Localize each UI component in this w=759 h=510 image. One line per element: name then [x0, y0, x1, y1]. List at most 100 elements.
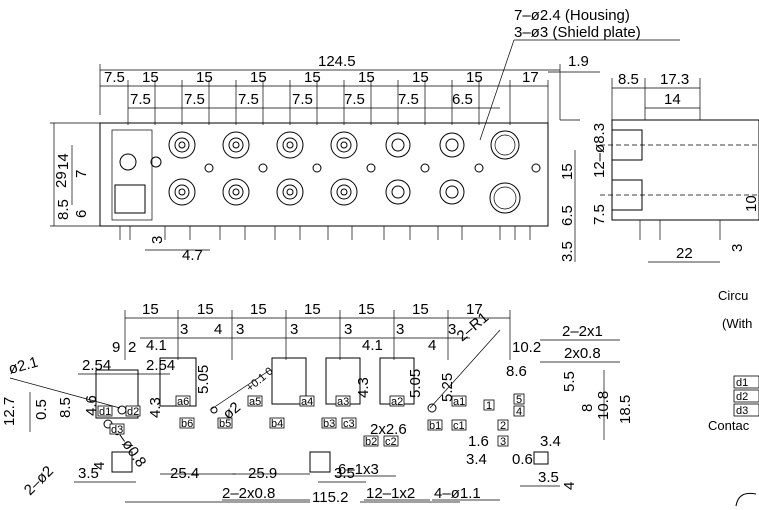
pcb-d3e: 3 — [396, 321, 404, 338]
note-housing-holes: 7–ø2.4 (Housing) — [514, 7, 630, 24]
pcb-d25-9: 25.9 — [248, 465, 277, 482]
pad-b3: b3 — [323, 418, 335, 430]
pcb-layout: 15 15 15 15 15 15 17 4.1 3 4 3 3 3 4.1 3… — [1, 301, 634, 506]
sub-3: 7.5 — [238, 91, 259, 108]
sub-6: 7.5 — [398, 91, 419, 108]
sub-5: 7.5 — [344, 91, 365, 108]
dim-h7: 7 — [73, 170, 90, 178]
dim-h4-7: 4.7 — [182, 247, 203, 264]
dim-side-h3: 3 — [729, 244, 746, 252]
pad-b5: b5 — [219, 418, 231, 430]
circuit-label: Circu — [718, 288, 748, 303]
pcb-dia2-1: ø2.1 — [7, 354, 40, 378]
right-notes: Circu (With d1 d2 d3 Contac — [708, 288, 759, 507]
pcb-d1-6: 1.6 — [468, 433, 489, 450]
pad-d2: d2 — [127, 406, 139, 418]
sub-row: 7.5 7.5 7.5 7.5 7.5 7.5 6.5 — [130, 91, 473, 108]
pcb-d4-dia1-1: 4–ø1.1 — [434, 485, 481, 502]
dim-h14: 14 — [55, 153, 72, 170]
with-label: (With — [722, 316, 752, 331]
pcb-d3-5a: 3.5 — [78, 465, 99, 482]
pad-a1: a1 — [453, 396, 465, 408]
pcb-d2-54a: 2.54 — [82, 357, 111, 374]
pad-b1: b1 — [429, 420, 441, 432]
pcb-d2x2-6: 2x2.6 — [370, 421, 407, 438]
sub-2: 7.5 — [184, 91, 205, 108]
pad-d1: d1 — [99, 406, 111, 418]
pcb-d9: 9 — [112, 339, 120, 356]
pad-4: 4 — [516, 406, 522, 418]
pcb-last: 17 — [466, 301, 483, 318]
pad-d3: d3 — [111, 424, 123, 436]
pad-c1: c1 — [453, 420, 465, 432]
pcb-r8: 8 — [579, 404, 596, 412]
pad-2: 2 — [500, 420, 506, 432]
pcb-d5-25: 5.25 — [439, 373, 456, 402]
dim-top-left: 7.5 — [104, 69, 125, 86]
dim-last-pitch: 17 — [522, 69, 539, 86]
legend-d2: d2 — [736, 391, 748, 403]
pcb-d2-dia2: 2–ø2 — [21, 463, 57, 499]
pad-1: 1 — [486, 400, 492, 412]
dim-r15: 15 — [559, 163, 576, 180]
pcb-d5-5: 5.5 — [561, 371, 578, 392]
pcb-d4-3a: 4.3 — [147, 397, 164, 418]
dim-r3-5: 3.5 — [559, 241, 576, 262]
pcb-tol: +0.1 0 — [244, 365, 275, 394]
pcb-pitch-1: 15 — [142, 301, 159, 318]
pcb-d3c: 3 — [290, 321, 298, 338]
pcb-d4b-right: 4 — [561, 482, 578, 490]
dim-side-h7-5: 7.5 — [591, 204, 608, 225]
pcb-d4-1a: 4.1 — [146, 337, 167, 354]
pitch-row-1: 15 15 15 15 15 15 15 — [142, 69, 483, 86]
side-view: 8.5 17.3 14 12–ø8.3 7.5 10 3 22 — [591, 71, 759, 263]
pcb-d0-6: 0.6 — [512, 451, 533, 468]
dim-right-offset: 1.9 — [568, 53, 589, 70]
dim-w8-5: 8.5 — [618, 71, 639, 88]
pad-3: 3 — [500, 436, 506, 448]
pcb-pitch-6: 15 — [412, 301, 429, 318]
sub-4: 7.5 — [292, 91, 313, 108]
pcb-d115-2: 115.2 — [312, 489, 348, 506]
pcb-pads: a6 a5 a4 a3 a2 a1 b6 b5 b4 b3 c3 b2 c2 b… — [97, 393, 525, 448]
front-view: 124.5 1.9 7.5 15 15 15 15 15 15 15 17 7.… — [50, 53, 600, 264]
pad-c3: c3 — [343, 418, 355, 430]
pitch-4: 15 — [304, 69, 321, 86]
pcb-pitch-5: 15 — [358, 301, 375, 318]
pcb-d3-5c: 3.5 — [538, 469, 559, 486]
dim-side-h10: 10 — [743, 195, 759, 212]
pcb-d3d: 3 — [344, 321, 352, 338]
pitch-5: 15 — [358, 69, 375, 86]
pad-b4: b4 — [271, 418, 283, 430]
pcb-d4-3b: 4.3 — [355, 377, 372, 398]
pad-c2: c2 — [385, 436, 397, 448]
pcb-d4b: 4 — [428, 337, 436, 354]
pcb-d2: 2 — [128, 339, 136, 356]
pcb-d6-1x3: 6–1x3 — [338, 461, 379, 478]
pcb-slot-2x0-8: 2x0.8 — [564, 345, 601, 362]
pcb-d12-7: 12.7 — [1, 397, 18, 426]
pcb-d0-5: 0.5 — [33, 399, 50, 420]
pad-a3: a3 — [337, 396, 349, 408]
pcb-d2-54b: 2.54 — [146, 357, 175, 374]
pitch-6: 15 — [412, 69, 429, 86]
pcb-pitch-4: 15 — [304, 301, 321, 318]
pcb-d3-5b: 3.5 — [334, 465, 355, 482]
pcb-r18-5: 18.5 — [617, 395, 634, 424]
legend-d3: d3 — [736, 405, 748, 417]
pcb-r10-8: 10.8 — [595, 391, 612, 420]
pcb-d25-4: 25.4 — [170, 465, 199, 482]
pcb-d4: 4 — [91, 462, 108, 470]
pcb-d3-4b: 3.4 — [466, 451, 487, 468]
dim-w14: 14 — [664, 91, 681, 108]
sub-7: 6.5 — [452, 91, 473, 108]
pcb-d4a: 4 — [214, 321, 222, 338]
sub-1: 7.5 — [130, 91, 151, 108]
pad-5: 5 — [516, 394, 522, 406]
pcb-d5-05b: 5.05 — [407, 369, 424, 398]
pitch-2: 15 — [196, 69, 213, 86]
pcb-d3f: 3 — [448, 321, 456, 338]
pcb-d10-2: 10.2 — [512, 339, 541, 356]
pad-a5: a5 — [249, 396, 261, 408]
pitch-7: 15 — [466, 69, 483, 86]
